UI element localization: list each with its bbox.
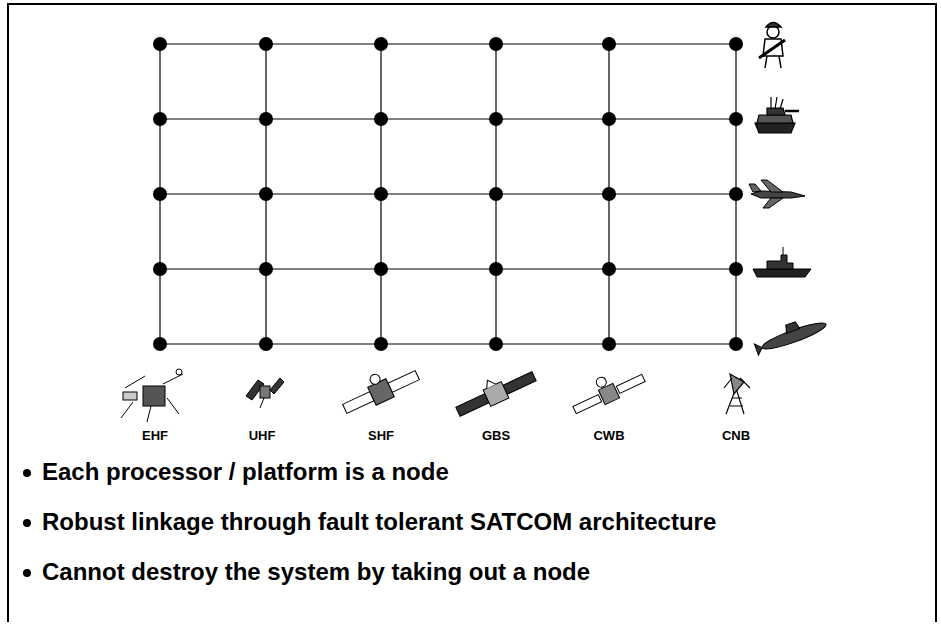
grid-node-dot [259,37,273,51]
grid-node-dot [602,337,616,351]
grid-node-dot [374,37,388,51]
grid-node-dot [489,337,503,351]
grid-node-dot [153,262,167,276]
bullet-dot [23,569,31,577]
grid-node-dot [489,187,503,201]
satellite-icon [121,369,183,422]
band-label: GBS [482,428,510,443]
grid-node-dot [374,262,388,276]
grid-node-dot [374,112,388,126]
grid-line [160,268,736,269]
submarine-icon [752,312,828,355]
bullet-dot [23,469,31,477]
grid-node-dot [729,262,743,276]
grid-node-dot [153,187,167,201]
grid-node-dot [153,112,167,126]
frame [8,4,936,622]
grid-line [160,43,736,44]
grid-node-dot [374,337,388,351]
grid-node-dot [259,337,273,351]
grid-node-dot [259,112,273,126]
bullet-text: Cannot destroy the system by taking out … [42,558,590,586]
grid-line [160,193,736,194]
grid-node-dot [602,112,616,126]
tank-icon [755,97,799,133]
bullet-text: Each processor / platform is a node [42,458,449,486]
band-label: CNB [722,428,750,443]
grid-node-dot [259,262,273,276]
band-label: EHF [142,428,168,443]
grid-node-dot [259,187,273,201]
grid-node-dot [489,262,503,276]
antenna-icon [724,374,750,414]
node-grid [153,37,743,351]
band-label: UHF [249,428,276,443]
grid-node-dot [602,262,616,276]
satellite-icon [567,361,647,418]
ship-icon [753,247,811,277]
band-label: SHF [368,428,394,443]
band-label: CWB [593,428,624,443]
grid-node-dot [153,37,167,51]
soldier-icon [759,23,785,69]
satellite-icon [451,362,538,420]
bullet-dot [23,519,31,527]
bullet-text: Robust linkage through fault tolerant SA… [42,508,716,536]
grid-node-dot [602,37,616,51]
grid-node-dot [729,37,743,51]
satellite-icon [246,378,284,408]
grid-node-dot [729,112,743,126]
grid-node-dot [489,112,503,126]
aircraft-icon [749,180,805,208]
grid-node-dot [489,37,503,51]
grid-line [160,118,736,119]
grid-node-dot [153,337,167,351]
grid-node-dot [374,187,388,201]
grid-node-dot [602,187,616,201]
grid-node-dot [729,187,743,201]
bullet-dots [23,469,31,577]
grid-node-dot [729,337,743,351]
grid-line [160,343,736,344]
satellite-icon [337,358,422,418]
